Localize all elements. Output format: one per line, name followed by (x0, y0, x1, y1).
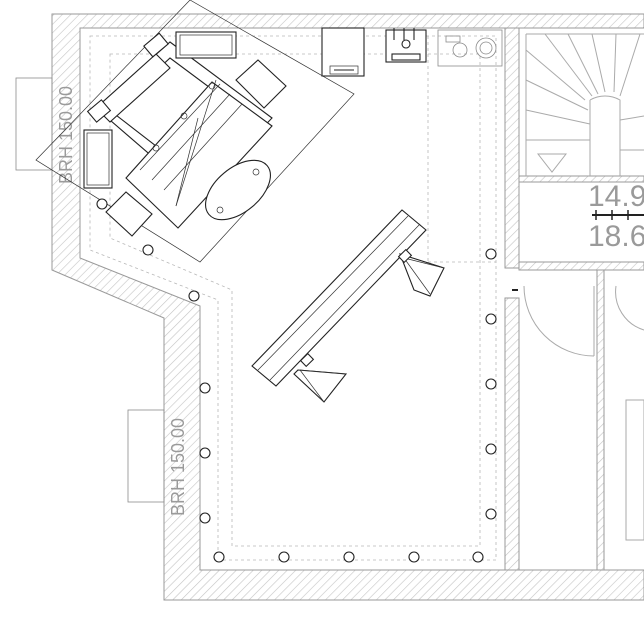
dining-table (251, 209, 445, 403)
ceiling-outline-inner (109, 53, 481, 547)
ceiling-light (485, 508, 497, 520)
interior-wall-lower (504, 297, 520, 571)
appliance-stove (437, 29, 503, 67)
ceiling-light (485, 248, 497, 260)
door-swing-right (615, 285, 644, 331)
ceiling-light (408, 551, 420, 563)
coffee-table (205, 159, 271, 221)
right-lower-wall (596, 269, 605, 571)
ceiling-light (199, 382, 211, 394)
ceiling-light (278, 551, 290, 563)
ceiling-light (199, 512, 211, 524)
ceiling-light (343, 551, 355, 563)
appliance-fridge (321, 27, 365, 77)
window-label-upper: BRH 150.00 (56, 86, 76, 184)
cabinet-right (625, 399, 644, 541)
ceiling-light (485, 313, 497, 325)
lounge-area (35, 0, 355, 263)
ceiling-light (485, 443, 497, 455)
room-height-value: 18.6 (588, 220, 644, 253)
window-lower (127, 409, 165, 503)
ceiling-light (188, 290, 200, 302)
chair-bottom (105, 191, 153, 237)
ceiling-light (472, 551, 484, 563)
door-swing (523, 285, 595, 357)
ceiling-light (199, 447, 211, 459)
stair-room-wall (518, 175, 644, 183)
ceiling-light (213, 551, 225, 563)
room-area-value: 14.9 (588, 180, 644, 213)
staircase (525, 33, 644, 176)
ceiling-light (485, 378, 497, 390)
right-room-wall (518, 261, 644, 271)
window-upper (15, 77, 53, 171)
cabinet-top (175, 31, 237, 59)
window-label-lower: BRH 150.00 (168, 418, 188, 516)
interior-wall (504, 27, 520, 269)
side-table (83, 129, 113, 189)
ceiling-light (142, 244, 154, 256)
ceiling-lights (142, 244, 497, 563)
appliance-sink (385, 28, 427, 63)
